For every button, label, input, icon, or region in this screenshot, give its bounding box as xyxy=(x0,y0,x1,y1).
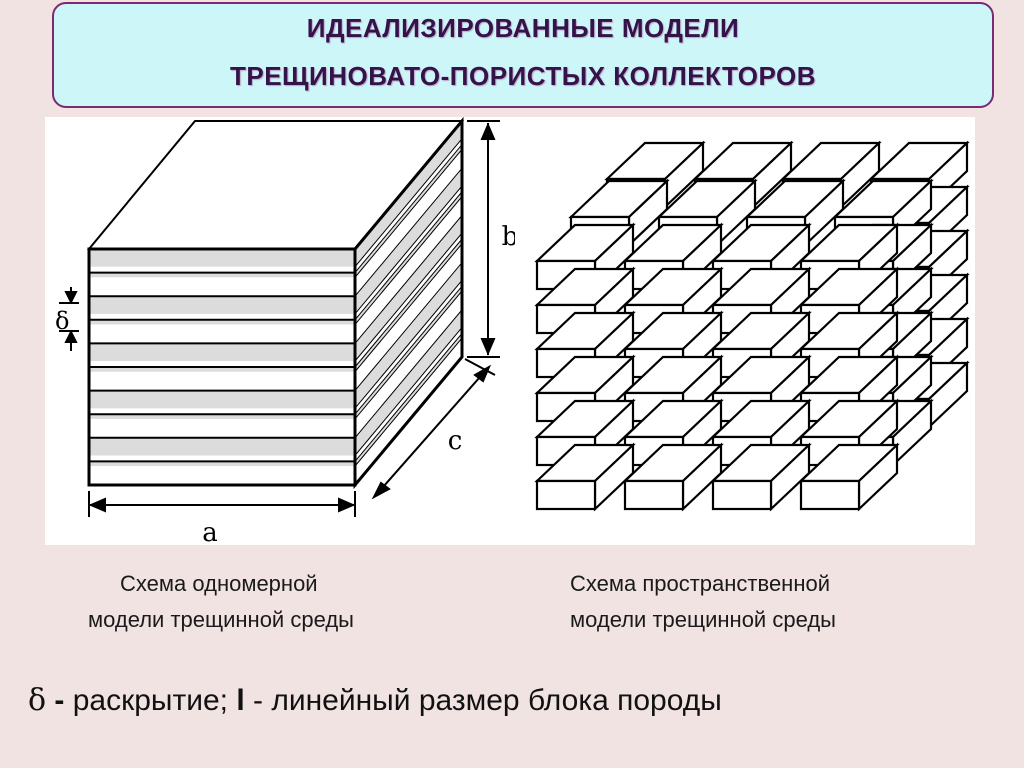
layer-band xyxy=(89,272,355,278)
rock-block xyxy=(798,442,900,512)
legend-dash-2: - xyxy=(244,684,272,717)
caption-right-line-1: Схема пространственной xyxy=(570,571,831,596)
layer-band xyxy=(89,414,355,419)
layer-band xyxy=(89,367,355,372)
one-dimensional-model-figure: a b c δ xyxy=(45,117,515,545)
title-banner: ИДЕАЛИЗИРОВАННЫЕ МОДЕЛИ ТРЕЩИНОВАТО-ПОРИ… xyxy=(52,2,994,108)
title-line-2: ТРЕЩИНОВАТО-ПОРИСТЫХ КОЛЛЕКТОРОВ xyxy=(229,61,817,91)
rock-block xyxy=(534,442,636,512)
block-top-face xyxy=(86,120,465,250)
layer-band xyxy=(89,249,355,267)
spatial-model-figure xyxy=(515,117,975,545)
legend-delta-symbol: δ xyxy=(28,683,47,718)
dimension-label-delta: δ xyxy=(55,307,69,335)
layer-band xyxy=(89,461,355,467)
layer-band xyxy=(89,437,355,456)
layer-band xyxy=(89,343,355,362)
layer-band xyxy=(89,296,355,314)
layer-band xyxy=(89,319,355,325)
caption-left-line-2: модели трещинной среды xyxy=(88,607,354,632)
caption-right-line-2: модели трещинной среды xyxy=(570,607,836,632)
legend-line: δ - раскрытие; l - линейный размер блока… xyxy=(28,683,722,718)
legend-dash-1: - xyxy=(46,684,73,717)
legend-l-text: линейный размер блока породы xyxy=(271,684,722,717)
block-side-face xyxy=(353,117,464,490)
rock-block xyxy=(622,442,724,512)
legend-delta-text: раскрытие; xyxy=(72,684,237,717)
legend-l-symbol: l xyxy=(236,684,245,717)
caption-left-line-1: Схема одномерной xyxy=(120,571,318,596)
dimension-label-c: c xyxy=(448,426,463,456)
rock-block xyxy=(798,222,900,292)
dimension-label-b: b xyxy=(502,222,515,252)
rock-block xyxy=(710,442,812,512)
layer-band xyxy=(89,390,355,409)
dimension-label-a: a xyxy=(202,518,218,545)
title-line-1: ИДЕАЛИЗИРОВАННЫЕ МОДЕЛИ xyxy=(306,13,740,43)
